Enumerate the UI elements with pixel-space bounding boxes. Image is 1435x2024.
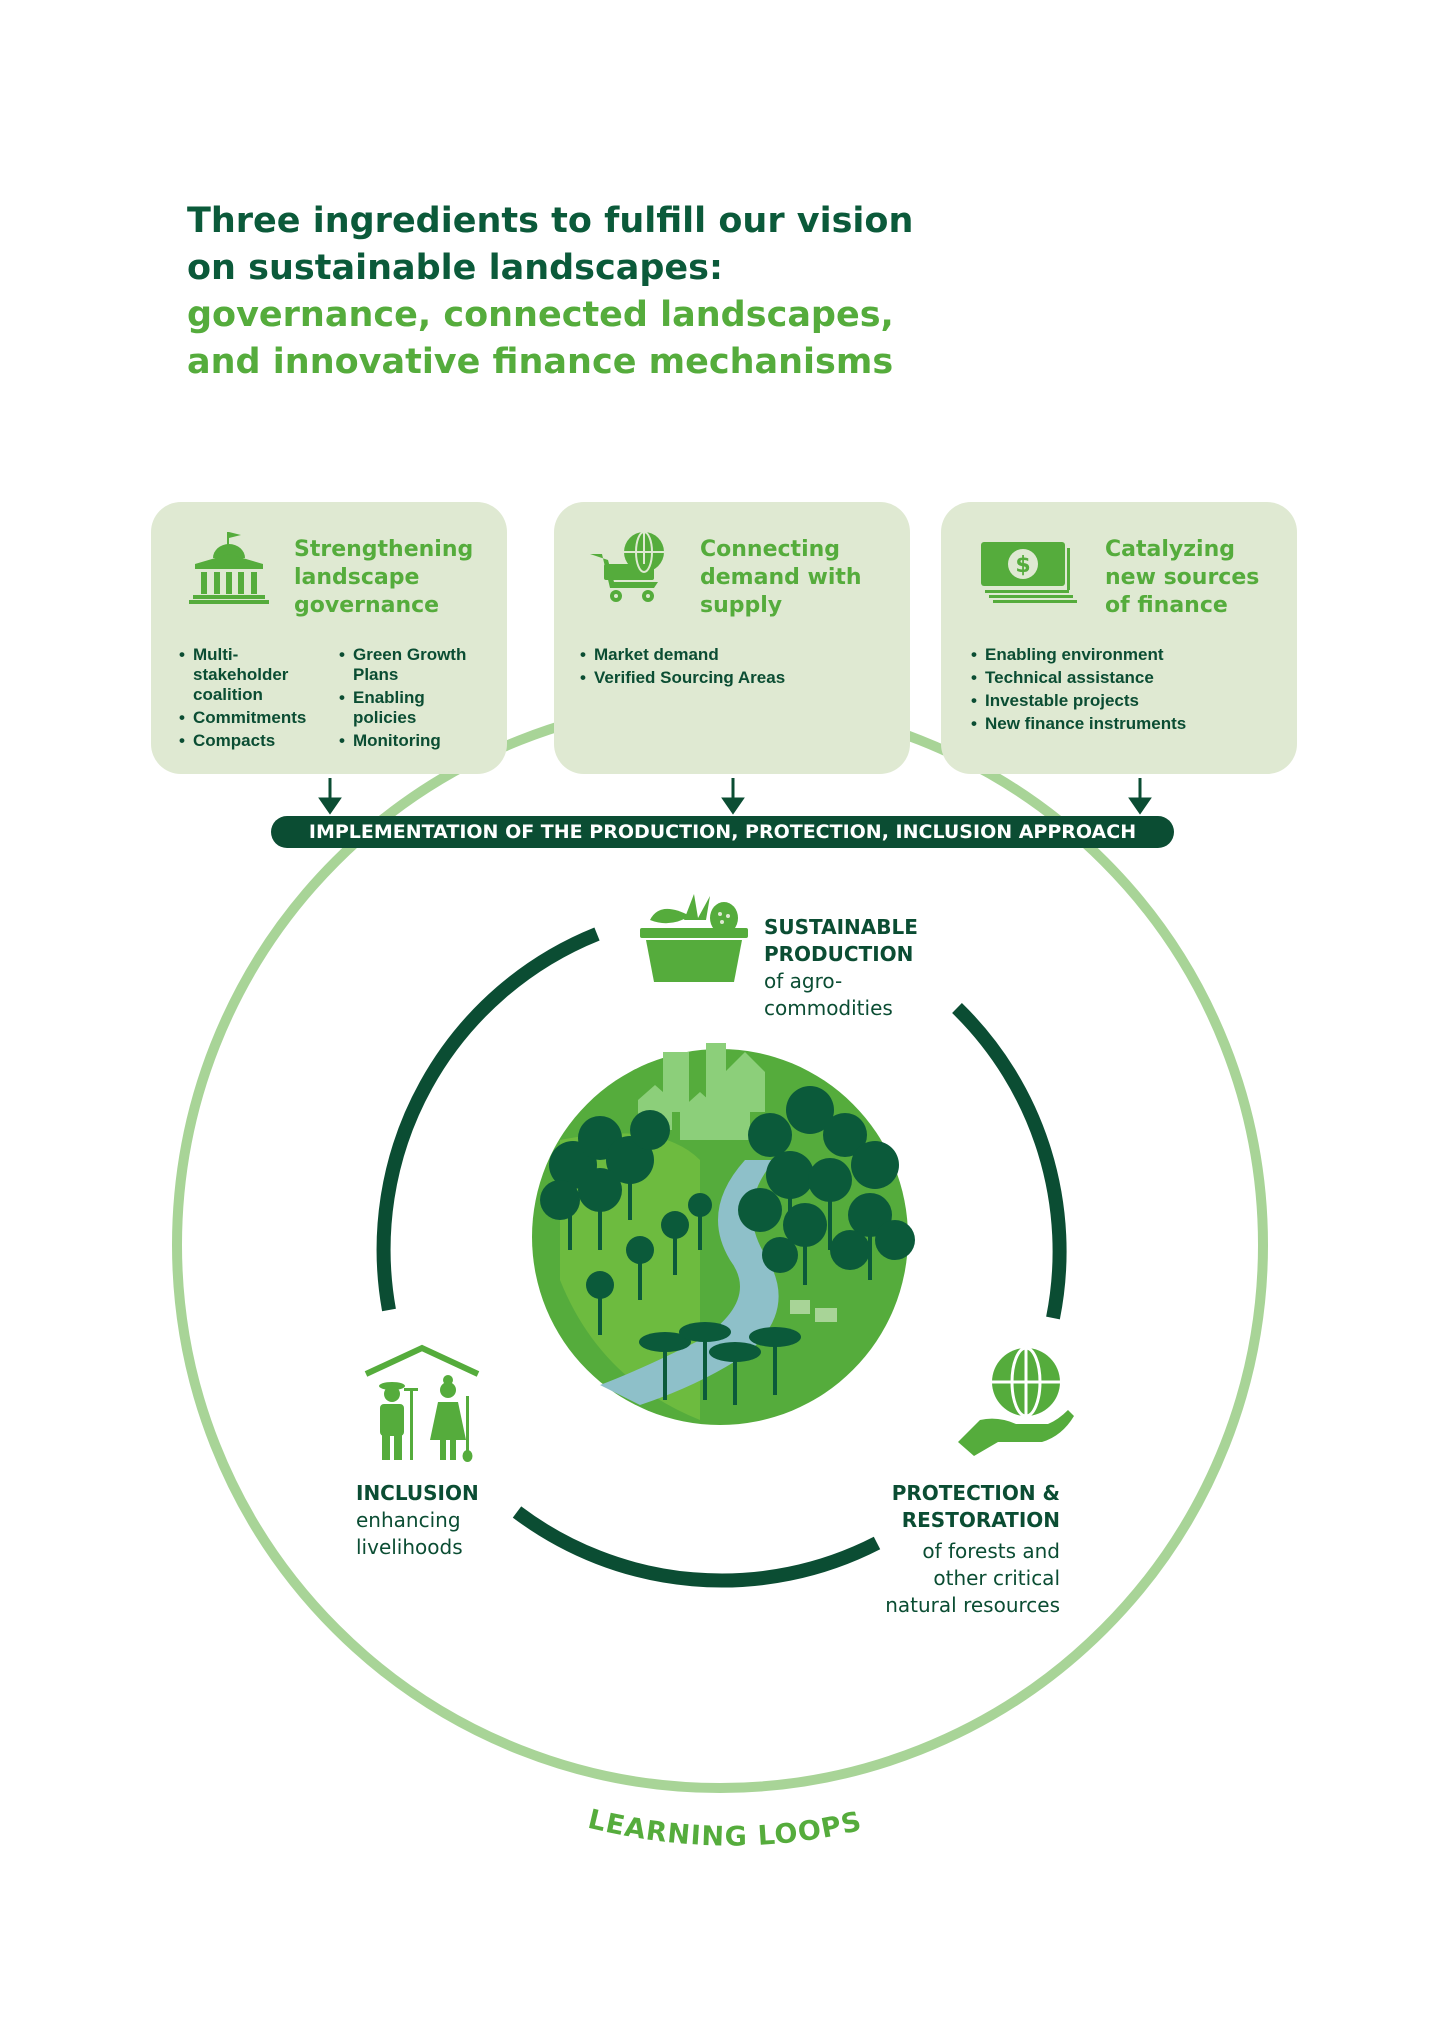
list-item: Multi-stakeholder coalition xyxy=(179,645,319,705)
pillar-production-sub: of agro- xyxy=(764,969,843,993)
box-governance-bullets-right: Green Growth Plans Enabling policies Mon… xyxy=(339,645,489,754)
farmers-house-icon xyxy=(364,1344,480,1462)
list-item: New finance instruments xyxy=(971,714,1291,734)
arrow-governance xyxy=(318,778,342,815)
box-governance-heading-line: landscape xyxy=(294,565,420,590)
government-building-icon xyxy=(189,532,269,604)
box-finance-heading-line: of finance xyxy=(1105,593,1228,618)
list-item: Investable projects xyxy=(971,691,1291,711)
box-governance-bullets-left: Multi-stakeholder coalition Commitments … xyxy=(179,645,319,754)
pillar-protection-heading: RESTORATION xyxy=(901,1508,1060,1532)
down-arrows xyxy=(318,778,1152,815)
implementation-banner: IMPLEMENTATION OF THE PRODUCTION, PROTEC… xyxy=(271,816,1174,848)
pillar-protection-sub: of forests and xyxy=(922,1539,1060,1563)
box-governance-heading-line: Strengthening xyxy=(294,537,474,562)
title-line-2: on sustainable landscapes: xyxy=(187,248,723,288)
title-line-3: governance, connected landscapes, xyxy=(187,295,894,335)
box-finance: $ Catalyzing new sources of finance Enab… xyxy=(941,502,1297,774)
pillar-production-heading: SUSTAINABLE xyxy=(764,915,918,939)
arrow-finance xyxy=(1128,778,1152,815)
box-supply-bullets: Market demand Verified Sourcing Areas xyxy=(580,645,900,691)
landscape-globe-icon xyxy=(532,1043,915,1425)
arc-protection-to-inclusion xyxy=(512,1506,881,1588)
box-supply-heading-line: Connecting xyxy=(700,537,841,562)
box-finance-heading: Catalyzing new sources of finance xyxy=(1105,536,1259,620)
list-item: Green Growth Plans xyxy=(339,645,489,685)
list-item: Enabling policies xyxy=(339,688,489,728)
list-item: Enabling environment xyxy=(971,645,1291,665)
title-line-4: and innovative finance mechanisms xyxy=(187,342,894,382)
list-item: Market demand xyxy=(580,645,900,665)
inner-cycle-arcs xyxy=(376,927,1067,1588)
pillar-inclusion: INCLUSION enhancing livelihoods xyxy=(356,1480,479,1561)
shopping-cart-globe-icon xyxy=(590,531,664,602)
box-supply-heading-line: demand with xyxy=(700,565,862,590)
list-item: Technical assistance xyxy=(971,668,1291,688)
pillar-protection-sub: other critical xyxy=(933,1566,1060,1590)
list-item: Monitoring xyxy=(339,731,489,751)
svg-text:$: $ xyxy=(1015,553,1030,578)
pillar-production-sub: commodities xyxy=(764,996,893,1020)
learning-loops-label: LEARNING LOOPS xyxy=(585,1804,865,1853)
dollar-bills-icon: $ xyxy=(981,542,1077,603)
hand-globe-icon xyxy=(958,1346,1074,1456)
pillar-protection: PROTECTION & RESTORATION of forests and … xyxy=(840,1480,1060,1619)
box-supply-heading-line: supply xyxy=(700,593,783,618)
pillar-inclusion-sub: enhancing xyxy=(356,1508,461,1532)
title-line-1: Three ingredients to fulfill our vision xyxy=(187,201,914,241)
arrow-supply xyxy=(721,778,745,815)
produce-basket-icon xyxy=(640,894,748,982)
box-supply-heading: Connecting demand with supply xyxy=(700,536,862,620)
pillar-protection-heading: PROTECTION & xyxy=(891,1481,1060,1505)
box-finance-heading-line: new sources xyxy=(1105,565,1260,590)
arc-inclusion-to-production xyxy=(376,927,600,1312)
box-governance-heading-line: governance xyxy=(294,593,440,618)
box-finance-heading-line: Catalyzing xyxy=(1105,537,1235,562)
box-governance-heading: Strengthening landscape governance xyxy=(294,536,473,620)
pillar-production: SUSTAINABLE PRODUCTION of agro- commodit… xyxy=(764,914,918,1022)
pillar-protection-sub: natural resources xyxy=(885,1593,1060,1617)
list-item: Compacts xyxy=(179,731,319,751)
list-item: Verified Sourcing Areas xyxy=(580,668,900,688)
pillar-inclusion-heading: INCLUSION xyxy=(356,1481,479,1505)
list-item: Commitments xyxy=(179,708,319,728)
box-supply: Connecting demand with supply Market dem… xyxy=(554,502,910,774)
box-finance-bullets: Enabling environment Technical assistanc… xyxy=(971,645,1291,737)
pillar-inclusion-sub: livelihoods xyxy=(356,1535,463,1559)
arc-production-to-protection xyxy=(952,1002,1067,1320)
page-title: Three ingredients to fulfill our vision … xyxy=(187,198,913,386)
box-governance: Strengthening landscape governance Multi… xyxy=(151,502,507,774)
pillar-production-heading: PRODUCTION xyxy=(764,942,914,966)
